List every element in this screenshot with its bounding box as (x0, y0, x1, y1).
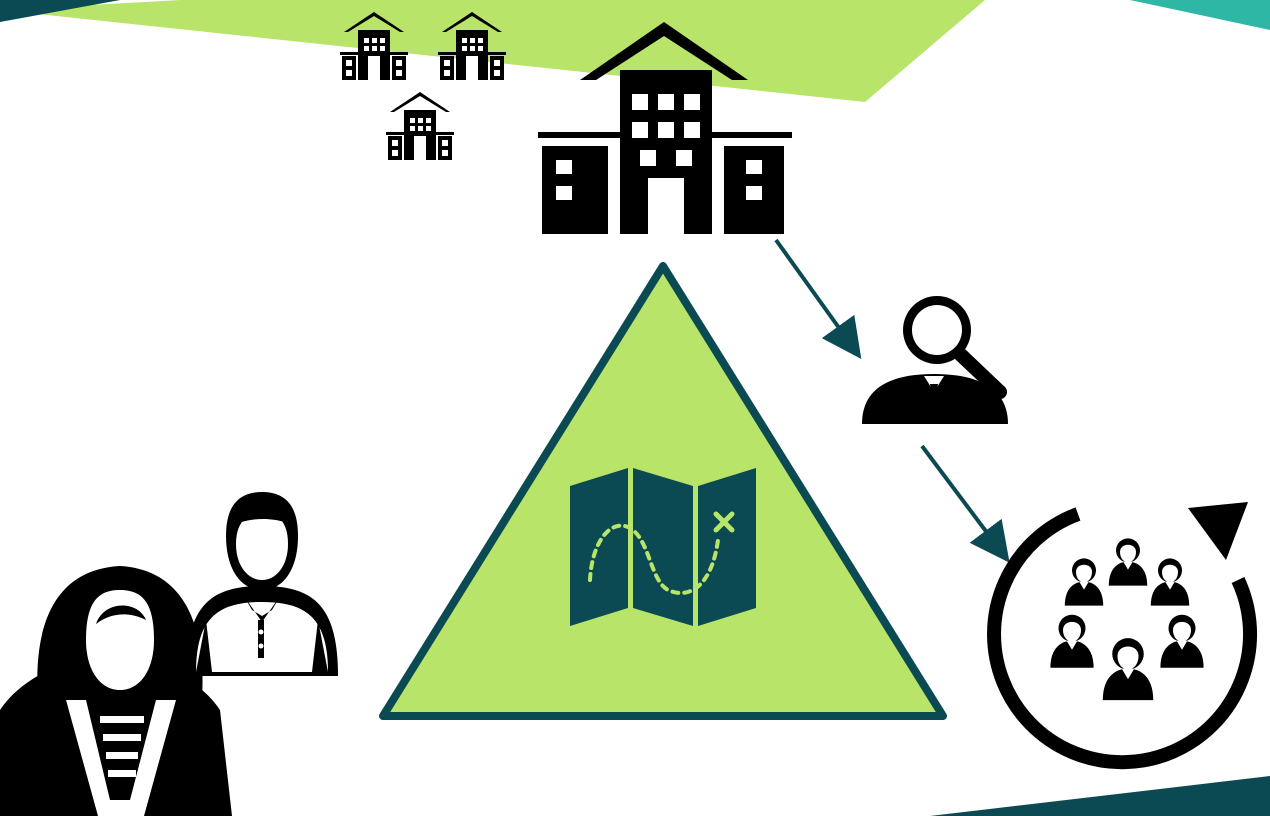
green-banner-shape (0, 0, 985, 102)
teal-corner-top-right (1130, 0, 1270, 30)
flow-arrows (774, 238, 1010, 563)
inspector-magnifier-icon (862, 296, 1008, 424)
dark-corner-bottom-right (930, 776, 1270, 816)
group-cycle-icon (987, 502, 1258, 770)
man-icon (186, 492, 338, 676)
arrow-inspector-to-community (920, 444, 1010, 563)
student-and-parent-icon (0, 492, 338, 816)
roadmap-triangle (379, 262, 947, 720)
treasure-map-icon (570, 468, 756, 626)
dark-corner-top-left (0, 0, 120, 22)
woman-icon (0, 566, 232, 816)
school-building-icon (538, 22, 792, 234)
arrow-school-to-inspector (774, 238, 862, 360)
